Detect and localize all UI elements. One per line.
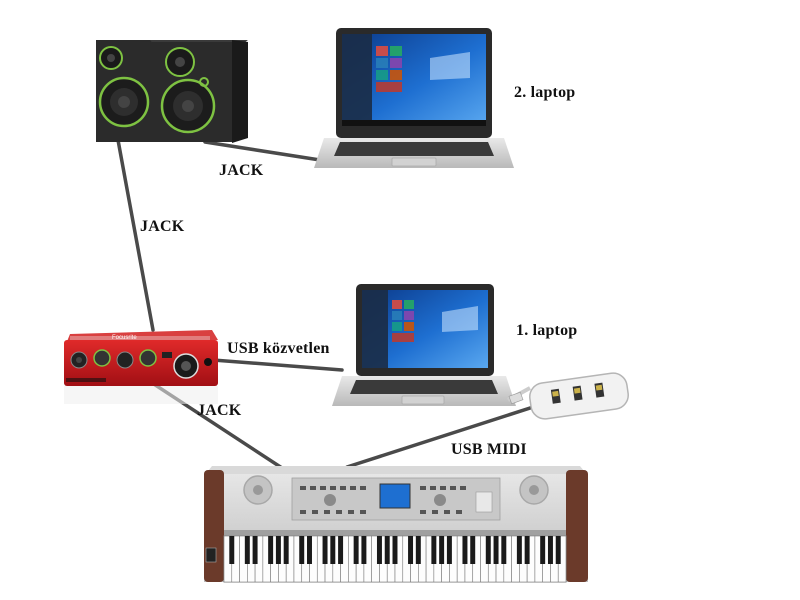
black-key: [431, 536, 437, 564]
label-jack-speakers-interface: JACK: [140, 218, 185, 235]
black-key: [384, 536, 390, 564]
black-key: [338, 536, 344, 564]
digital-piano-keyboard: [204, 466, 588, 583]
black-key: [501, 536, 507, 564]
speaker-right: [150, 40, 248, 143]
black-key: [353, 536, 359, 564]
studio-monitor-speakers: [96, 40, 248, 143]
cable-hub-keyboard: [345, 398, 557, 469]
black-key: [268, 536, 274, 564]
label-jack-interface-keyboard: JACK: [197, 402, 242, 419]
black-key: [415, 536, 421, 564]
black-key: [493, 536, 499, 564]
black-key: [462, 536, 468, 564]
cable-speakers-laptop2: [203, 140, 322, 162]
label-laptop-2: 2. laptop: [514, 84, 576, 101]
black-key: [376, 536, 382, 564]
black-key: [516, 536, 522, 564]
black-key: [408, 536, 414, 564]
black-key: [439, 536, 445, 564]
audio-interface: Focusrite: [64, 330, 218, 404]
black-key: [322, 536, 328, 564]
black-key: [540, 536, 546, 564]
black-key: [547, 536, 553, 564]
black-key: [361, 536, 367, 564]
laptop-2: [314, 28, 514, 168]
label-laptop-1: 1. laptop: [516, 322, 578, 339]
black-key: [330, 536, 336, 564]
black-key: [524, 536, 530, 564]
black-keys: [229, 536, 561, 564]
black-key: [252, 536, 258, 564]
black-key: [446, 536, 452, 564]
label-usb-direct: USB közvetlen: [227, 340, 330, 357]
black-key: [299, 536, 305, 564]
black-key: [485, 536, 491, 564]
laptop-1: [332, 284, 516, 406]
white-keys: [223, 535, 567, 583]
black-key: [307, 536, 312, 564]
label-jack-speakers-laptop: JACK: [219, 162, 264, 179]
usb-hub: [507, 372, 629, 420]
black-key: [555, 536, 561, 564]
svg-text:Focusrite: Focusrite: [112, 335, 137, 341]
black-key: [229, 536, 235, 564]
black-key: [470, 536, 476, 564]
black-key: [244, 536, 250, 564]
black-key: [392, 536, 398, 564]
cable-speakers-interface: [116, 138, 155, 332]
label-usb-midi: USB MIDI: [451, 441, 527, 458]
black-key: [275, 536, 281, 564]
black-key: [283, 536, 289, 564]
cable-interface-laptop1: [211, 358, 344, 372]
